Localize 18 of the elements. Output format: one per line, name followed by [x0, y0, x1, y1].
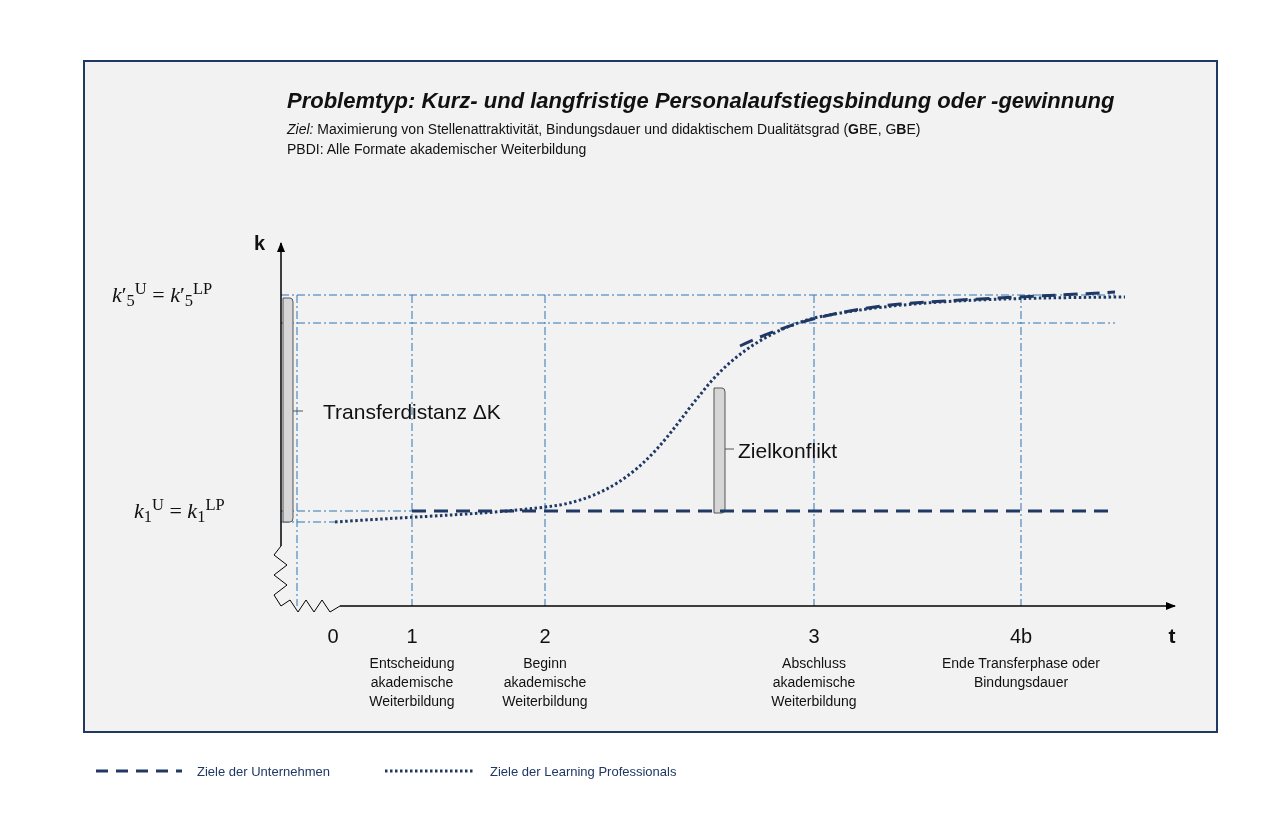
- bracket-label: Zielkonflikt: [738, 438, 839, 464]
- scope-text: PBDI: Alle Formate akademischer Weiterbildung: [287, 140, 588, 159]
- milestone-text: Ende Transferphase oder Bindungsdauer: [941, 654, 1101, 692]
- legend-text: Ziele der Unternehmen: [197, 763, 330, 781]
- milestone-text: Abschluss akademische Weiterbildung: [770, 654, 858, 711]
- tick-label: 1: [405, 624, 419, 649]
- milestone-text: Beginn akademische Weiterbildung: [501, 654, 589, 711]
- axis-label: k: [254, 231, 267, 256]
- tick-label: 4b: [1008, 624, 1034, 649]
- tick-label: 3: [807, 624, 821, 649]
- legend-text: Ziele der Learning Professionals: [490, 763, 677, 781]
- bracket-label: Transferdistanz ΔK: [323, 399, 502, 425]
- tick-label: 2: [538, 624, 552, 649]
- goal-text: Ziel: Maximierung von Stellenattraktivität, Bindungsdauer und didaktischem Dualitätsgrad (GBE, GBE): [287, 120, 922, 139]
- milestone-text: Entscheidung akademische Weiterbildung: [368, 654, 456, 711]
- axis-label: t: [1167, 623, 1177, 649]
- tick-label: 0: [326, 624, 340, 649]
- diagram-title: Problemtyp: Kurz- und langfristige Personalaufstiegsbindung oder -gewinnung: [287, 87, 1116, 115]
